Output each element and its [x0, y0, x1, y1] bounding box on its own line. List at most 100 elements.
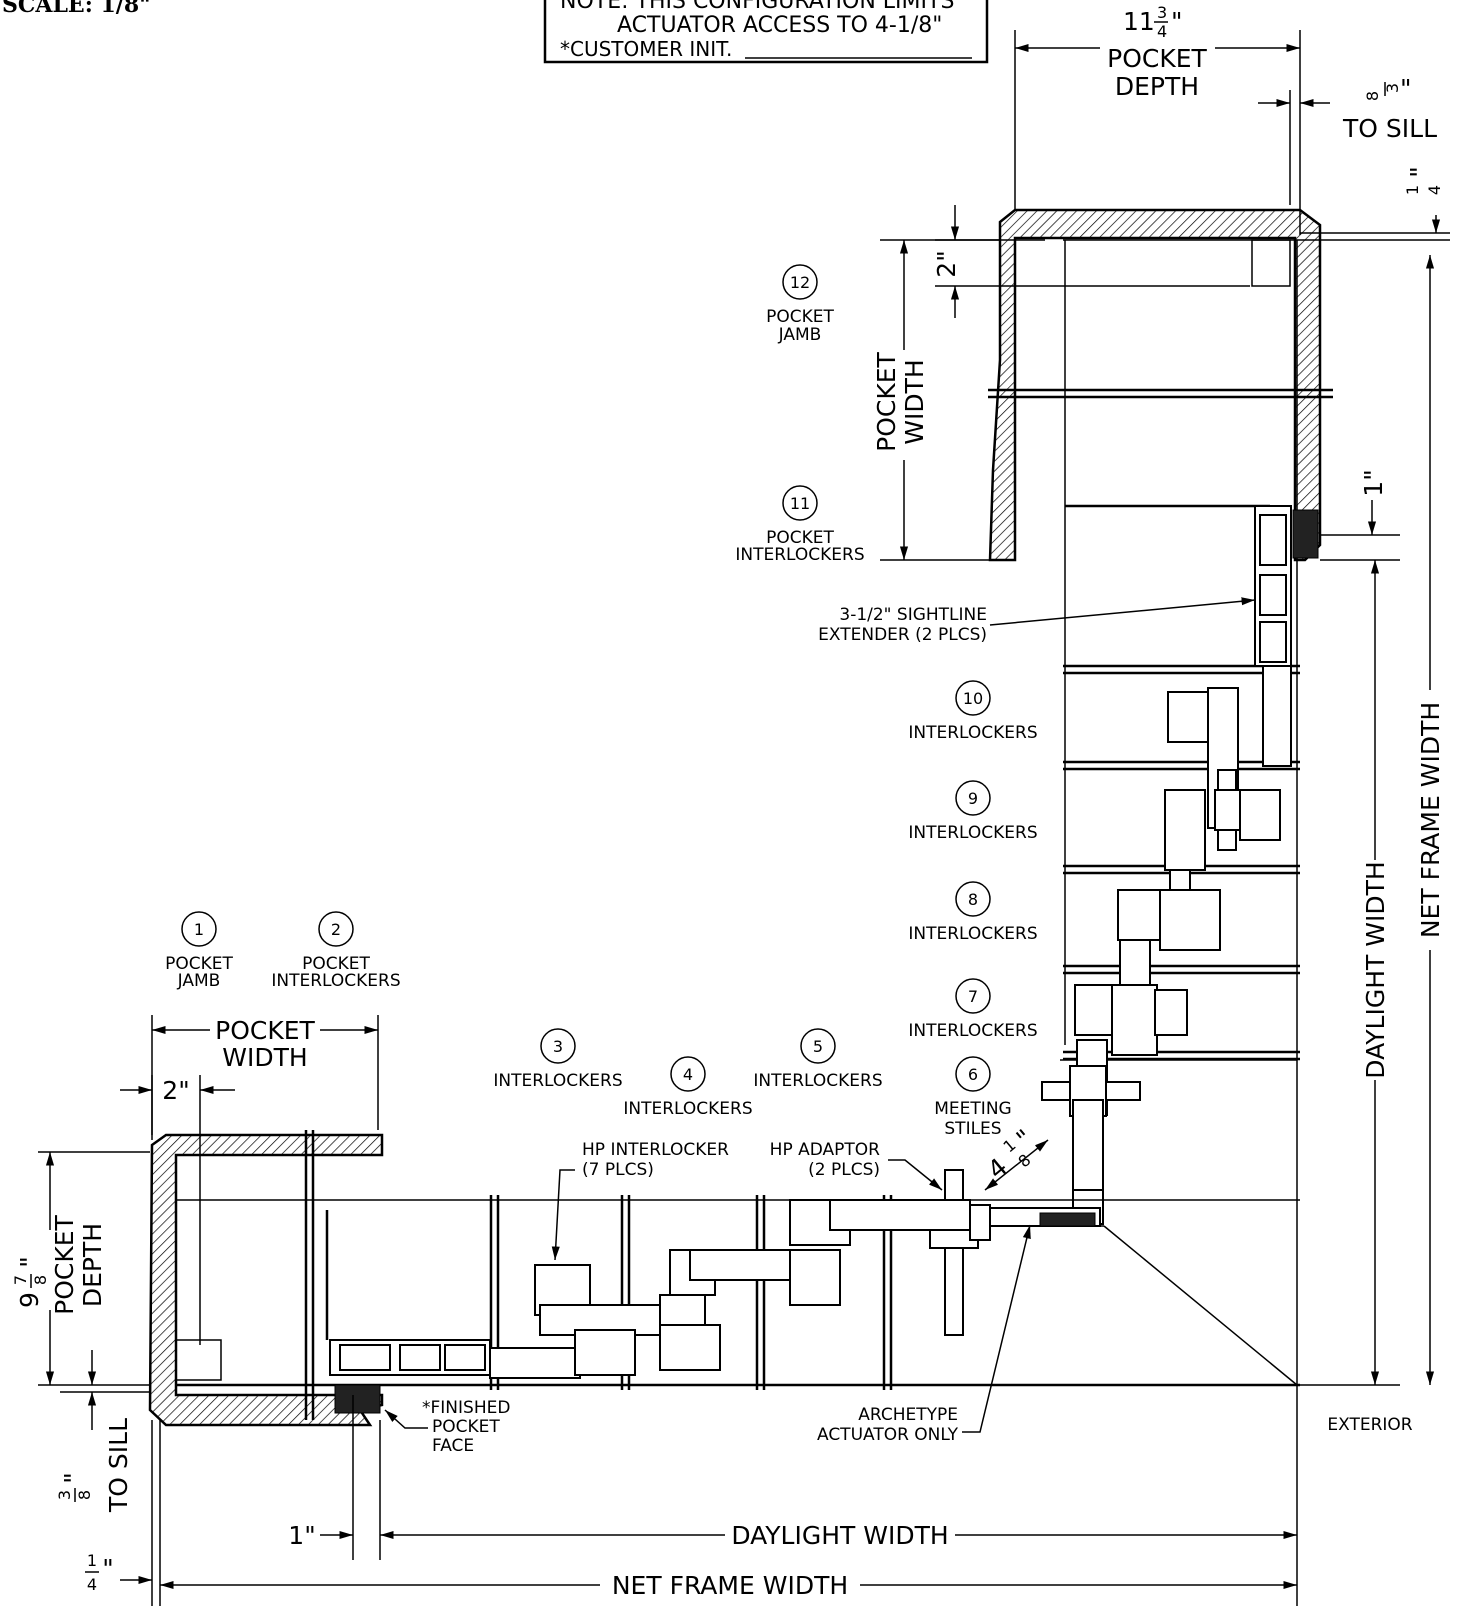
hp-adaptor-line-2: (2 PLCS): [808, 1160, 880, 1180]
finished-pocket-line-1: *FINISHED: [422, 1398, 510, 1418]
dim-daylight-width-right: DAYLIGHT WIDTH: [1300, 560, 1400, 1386]
quarter-left-num: 1: [87, 1551, 97, 1570]
dim-one-inch-bottom: 1": [288, 1395, 381, 1560]
sightline-line-1: 3-1/2" SIGHTLINE: [839, 605, 987, 625]
to-sill-top-den: 8: [1363, 91, 1382, 101]
right-door-profiles: [1074, 505, 1319, 1116]
dim-pocket-width-left: POCKET WIDTH: [151, 1015, 379, 1140]
pocket-width-top-label-2: WIDTH: [900, 359, 929, 444]
sightline-line-2: EXTENDER (2 PLCS): [818, 625, 987, 645]
panel-10-label: INTERLOCKERS: [908, 723, 1037, 743]
hp-interlocker-line-2: (7 PLCS): [582, 1160, 654, 1180]
panel-label-9: 9 INTERLOCKERS: [908, 780, 1038, 843]
pocket-depth-left-inch: ": [15, 1256, 44, 1268]
panel-6-label-1: MEETING: [934, 1099, 1011, 1119]
finished-pocket-line-2: POCKET: [432, 1417, 500, 1437]
actuator-access-whole: 4: [982, 1152, 1013, 1184]
panel-11-label-2: INTERLOCKERS: [735, 545, 864, 565]
dim-quarter-left: 1 4 ": [85, 1420, 161, 1606]
panel-2-number: 2: [331, 920, 341, 939]
two-inch-left: 2": [162, 1076, 189, 1105]
callout-archetype-actuator: ARCHETYPE ACTUATOR ONLY: [817, 1224, 1031, 1445]
note-line-2: ACTUATOR ACCESS TO 4-1/8": [617, 13, 942, 38]
callout-sightline-extender: 3-1/2" SIGHTLINE EXTENDER (2 PLCS): [818, 597, 1256, 645]
net-frame-width-right: NET FRAME WIDTH: [1416, 702, 1445, 938]
note-line-1: NOTE: THIS CONFIGURATION LIMITS: [560, 0, 954, 14]
quarter-left-inch: ": [102, 1554, 114, 1583]
panel-label-10: 10 INTERLOCKERS: [908, 680, 1038, 743]
panel-2-label-2: INTERLOCKERS: [271, 971, 400, 991]
panel-12-label-1: POCKET: [766, 307, 834, 327]
exterior-label: EXTERIOR: [1327, 1415, 1412, 1435]
panel-10-number: 10: [963, 689, 983, 708]
hp-interlocker-line-1: HP INTERLOCKER: [582, 1140, 729, 1160]
pocket-depth-top-den: 4: [1157, 22, 1167, 41]
dim-one-inch-top: 1": [1320, 469, 1400, 561]
panel-9-label: INTERLOCKERS: [908, 823, 1037, 843]
quarter-left-den: 4: [87, 1575, 97, 1594]
panel-12-number: 12: [790, 273, 810, 292]
to-sill-left-num: 3: [55, 1490, 74, 1500]
quarter-top-num: 1: [1403, 185, 1422, 195]
pocket-depth-left-num: 7: [11, 1275, 30, 1285]
to-sill-top-num: 3: [1383, 83, 1402, 93]
to-sill-left-inch: ": [59, 1472, 88, 1484]
panel-4-label: INTERLOCKERS: [623, 1099, 752, 1119]
callout-hp-interlocker: HP INTERLOCKER (7 PLCS): [551, 1140, 729, 1261]
pocket-width-left-label-2: WIDTH: [222, 1043, 307, 1072]
to-sill-top-label: TO SILL: [1342, 114, 1437, 143]
pocket-depth-top-label-1: POCKET: [1107, 44, 1207, 73]
actuator-line-2: ACTUATOR ONLY: [817, 1425, 959, 1445]
quarter-top-inch: ": [1405, 166, 1434, 178]
dim-pocket-depth-top: 11 3 4 " POCKET DEPTH: [1014, 3, 1301, 235]
pocket-depth-top-num: 3: [1157, 3, 1167, 22]
dim-pocket-depth-left: 9 7 8 " POCKET DEPTH: [11, 1151, 150, 1386]
panel-8-number: 8: [968, 890, 978, 909]
panel-1-label-2: JAMB: [177, 971, 221, 991]
panel-7-label: INTERLOCKERS: [908, 1021, 1037, 1041]
panel-11-number: 11: [790, 494, 810, 513]
dim-quarter-top: 1 4 ": [1300, 166, 1450, 241]
pocket-depth-left-label-1: POCKET: [50, 1214, 79, 1314]
to-sill-left-label: TO SILL: [104, 1418, 133, 1513]
dim-pocket-width-top: POCKET WIDTH: [872, 239, 1000, 561]
panel-label-5: 5 INTERLOCKERS: [753, 1028, 883, 1091]
panel-6-label-2: STILES: [944, 1119, 1001, 1139]
one-inch-bottom: 1": [288, 1521, 315, 1550]
dim-to-sill-left: 3 8 " TO SILL: [55, 1350, 150, 1513]
pocket-depth-top-inch: ": [1171, 7, 1183, 36]
actuator-line-1: ARCHETYPE: [858, 1405, 958, 1425]
panel-5-number: 5: [813, 1037, 823, 1056]
left-pocket-wall: [148, 1133, 384, 1427]
note-box: NOTE: THIS CONFIGURATION LIMITS ACTUATOR…: [543, 0, 989, 64]
panel-label-7: 7 INTERLOCKERS: [908, 978, 1038, 1041]
daylight-width-right: DAYLIGHT WIDTH: [1361, 861, 1390, 1078]
panel-6-number: 6: [968, 1065, 978, 1084]
finished-pocket-line-3: FACE: [432, 1436, 474, 1456]
dim-net-frame-width-bottom: NET FRAME WIDTH: [160, 1571, 1297, 1600]
hp-adaptor-line-1: HP ADAPTOR: [770, 1140, 881, 1160]
panel-1-number: 1: [194, 920, 204, 939]
pocket-depth-left-den: 8: [31, 1275, 50, 1285]
callout-hp-adaptor: HP ADAPTOR (2 PLCS): [770, 1140, 943, 1191]
to-sill-top-inch: ": [1400, 74, 1412, 103]
panel-label-11: 11 POCKET INTERLOCKERS: [735, 485, 865, 565]
pocket-width-left-label-1: POCKET: [215, 1016, 315, 1045]
quarter-top-den: 4: [1425, 185, 1444, 195]
panel-label-2: 2 POCKET INTERLOCKERS: [271, 911, 401, 991]
panel-label-6: 6 MEETING STILES: [934, 1056, 1012, 1139]
scale-label: SCALE: 1/8": [2, 0, 151, 18]
panel-label-8: 8 INTERLOCKERS: [908, 881, 1038, 944]
daylight-width-bottom: DAYLIGHT WIDTH: [731, 1521, 948, 1550]
note-line-3: *CUSTOMER INIT.: [560, 37, 732, 61]
pocket-depth-left-label-2: DEPTH: [78, 1223, 107, 1307]
meeting-stile-assembly: [929, 1065, 1298, 1386]
panel-label-4: 4 INTERLOCKERS: [623, 1056, 753, 1119]
dim-net-frame-width-right: NET FRAME WIDTH: [1416, 255, 1445, 1385]
panel-11-label-1: POCKET: [766, 528, 834, 548]
two-inch-top: 2": [932, 250, 961, 277]
panel-8-label: INTERLOCKERS: [908, 924, 1037, 944]
panel-12-label-2: JAMB: [778, 325, 822, 345]
right-pocket-wall: [988, 208, 1322, 562]
